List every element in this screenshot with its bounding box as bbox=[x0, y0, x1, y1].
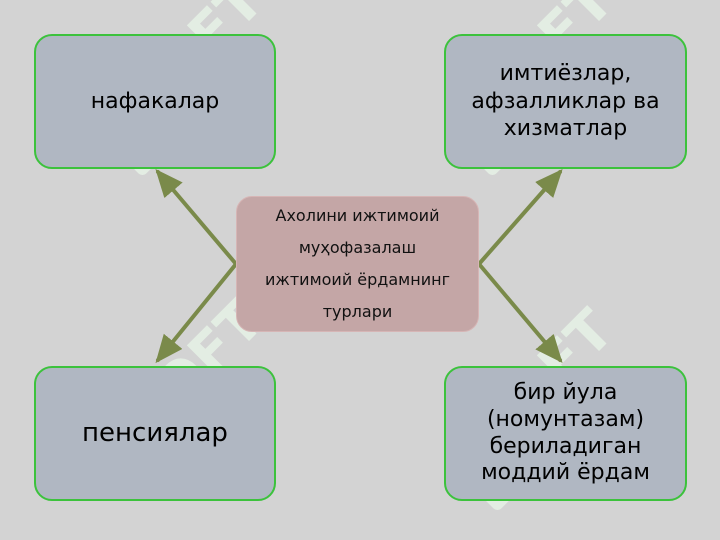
center-line-1: Ахолини ижтимоий bbox=[275, 206, 440, 225]
center-node: Ахолини ижтимоий муҳофазалаш ижтимоий ёр… bbox=[236, 196, 479, 332]
node-bottom-right-line-2: (номунтазам) bbox=[486, 406, 645, 432]
node-bottom-left: пенсиялар bbox=[34, 366, 276, 501]
node-top-right: имтиёзлар, афзалликлар ва хизматлар bbox=[444, 34, 687, 169]
arrow-to-bottom-left bbox=[155, 262, 238, 364]
center-line-4: турлари bbox=[322, 302, 393, 321]
node-bottom-right-line-4: моддий ёрдам bbox=[481, 460, 650, 486]
node-bottom-right-line-3: бериладиган bbox=[489, 433, 642, 459]
arrow-to-top-right bbox=[477, 168, 563, 266]
node-top-left-label: нафакалар bbox=[90, 88, 220, 114]
node-top-right-line-1: имтиёзлар, bbox=[499, 61, 632, 87]
node-top-left: нафакалар bbox=[34, 34, 276, 169]
center-line-3: ижтимоий ёрдамнинг bbox=[265, 270, 450, 289]
node-top-right-line-3: хизматлар bbox=[503, 116, 628, 142]
center-line-2: муҳофазалаш bbox=[298, 238, 417, 257]
node-bottom-left-label: пенсиялар bbox=[82, 418, 228, 449]
arrow-to-bottom-right bbox=[477, 262, 563, 364]
node-bottom-right-line-1: бир йула bbox=[513, 379, 618, 405]
arrow-to-top-left bbox=[155, 168, 238, 266]
node-bottom-right: бир йула (номунтазам) бериладиган моддий… bbox=[444, 366, 687, 501]
node-top-right-line-2: афзалликлар ва bbox=[471, 88, 660, 114]
